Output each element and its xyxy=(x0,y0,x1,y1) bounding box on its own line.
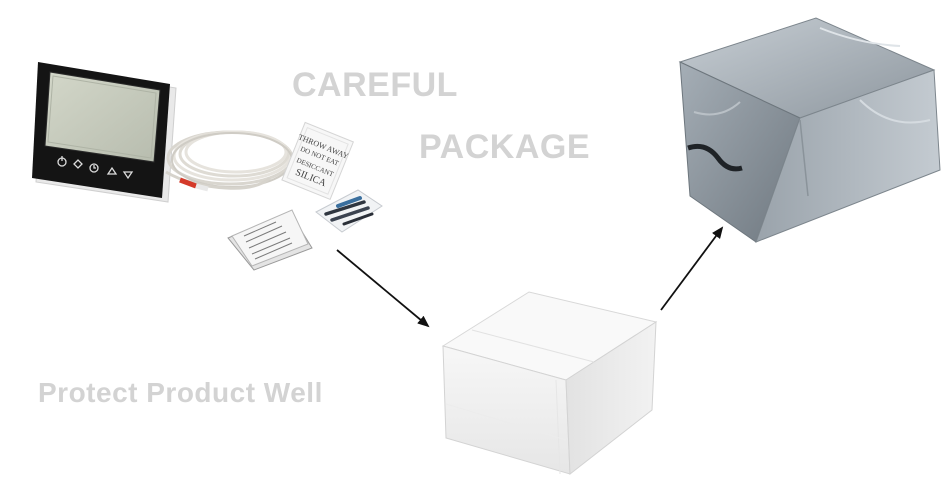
power-icon xyxy=(57,156,67,167)
wrapped-box xyxy=(678,17,941,243)
thermostat-screen xyxy=(44,71,161,163)
white-carton-box xyxy=(441,291,658,475)
arrow-to-wrapped-box xyxy=(660,226,724,311)
sensor-cable xyxy=(165,130,294,192)
clock-icon xyxy=(89,163,99,173)
arrow-to-box xyxy=(336,249,430,328)
screw-bag xyxy=(315,189,383,233)
protect-headline: Protect Product Well xyxy=(38,377,323,408)
careful-headline: CAREFUL xyxy=(292,66,458,104)
thermostat xyxy=(32,62,177,203)
silica-packet: THROW AWAY DO NOT EAT DESICCANT SILICA xyxy=(281,121,354,201)
down-arrow-icon xyxy=(122,171,134,180)
up-arrow-icon xyxy=(106,166,118,175)
mode-icon xyxy=(73,159,83,169)
package-headline: PACKAGE xyxy=(419,128,590,166)
instruction-manual xyxy=(227,209,313,271)
